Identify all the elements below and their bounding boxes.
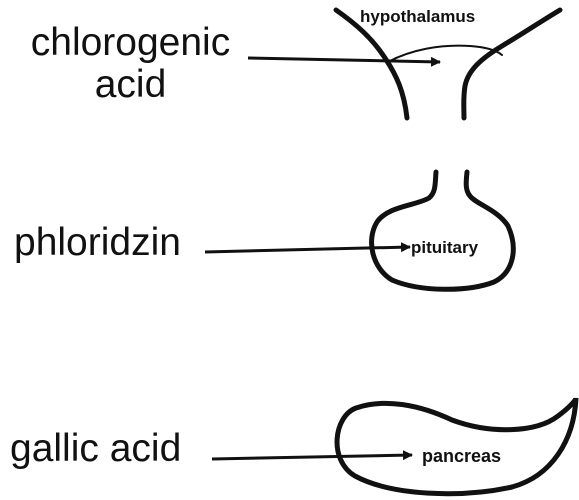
pituitary-shape [369,169,516,292]
hypothalamus-right-outline [461,7,563,121]
hypothalamus-left-outline [333,7,410,121]
pancreas-outline [334,397,579,497]
compound-label-chlorogenic-line1: chlorogenic [30,21,231,64]
compound-label-chlorogenic-line2: acid [94,63,167,106]
hypothalamus-shape [333,7,563,121]
pituitary-outline [369,169,516,292]
compound-label-gallic-acid: gallic acid [10,427,182,470]
arrow-gallic-to-pancreas [211,450,413,461]
organ-label-pituitary: pituitary [411,238,479,257]
pancreas-shape [334,397,579,497]
organ-label-hypothalamus: hypothalamus [360,7,475,26]
hypothalamus-inner-arc [387,44,503,63]
organ-label-pancreas: pancreas [422,446,501,466]
arrow-chlorogenic-to-hypothalamus [247,56,441,67]
compound-label-chlorogenic-acid: chlorogenic acid [18,22,243,106]
arrow-phloridzin-to-pituitary [204,242,411,254]
compound-label-phloridzin: phloridzin [14,221,181,264]
